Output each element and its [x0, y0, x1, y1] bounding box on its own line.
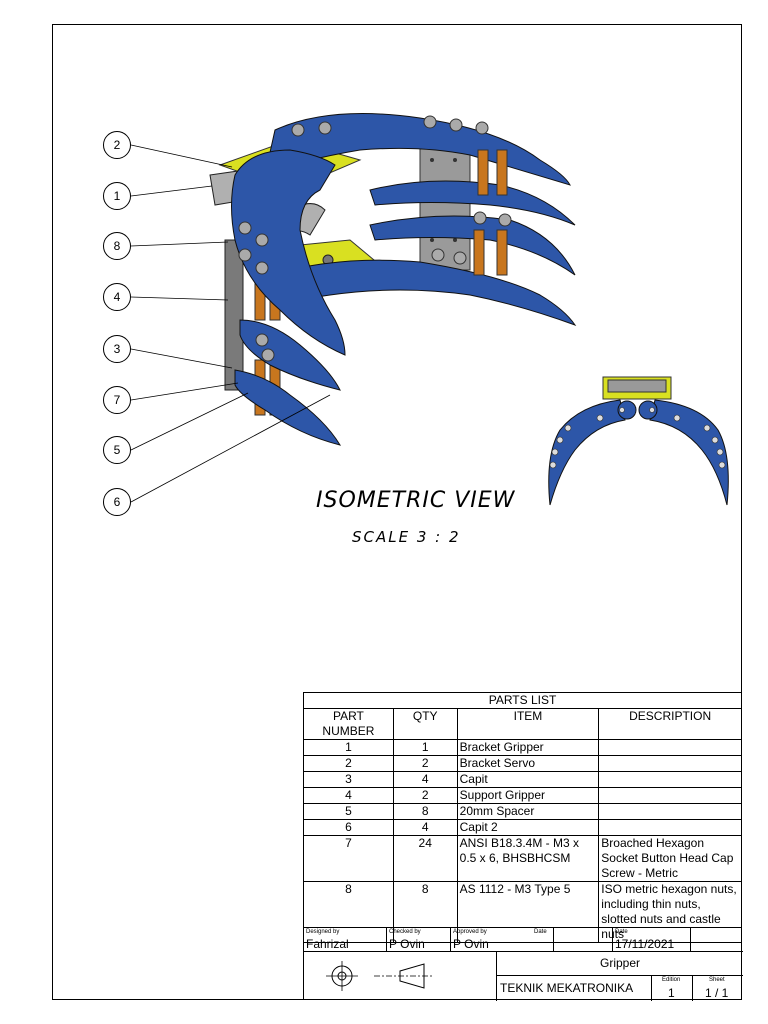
date-label: Date [615, 929, 628, 935]
item-cell: AS 1112 - M3 Type 5 [456, 881, 600, 943]
item-cell: Support Gripper [456, 787, 600, 804]
qty-cell: 1 [392, 739, 458, 756]
date-cell: Date 17/11/2021 [613, 928, 691, 952]
item-cell: 20mm Spacer [456, 803, 600, 820]
description-cell [598, 755, 742, 772]
qty-cell: 8 [392, 881, 458, 943]
part-number-cell: 5 [303, 803, 394, 820]
part-number-cell: 3 [303, 771, 394, 788]
description-cell: ISO metric hexagon nuts, including thin … [598, 881, 742, 943]
header-item: ITEM [456, 708, 600, 740]
header-description: DESCRIPTION [598, 708, 742, 740]
parts-list-title: PARTS LIST [303, 692, 742, 709]
checked-by-label: Checked by [389, 929, 421, 935]
view-title: ISOMETRIC VIEW [316, 488, 516, 513]
part-number-cell: 8 [303, 881, 394, 943]
part-number-cell: 7 [303, 835, 394, 882]
item-cell: Capit [456, 771, 600, 788]
qty-cell: 4 [392, 771, 458, 788]
qty-cell: 2 [392, 755, 458, 772]
sheet-cell: Sheet 1 / 1 [693, 976, 743, 1001]
approval-date-label: Date [534, 929, 547, 935]
qty-cell: 24 [392, 835, 458, 882]
view-scale: SCALE 3 : 2 [352, 528, 461, 546]
description-cell [598, 739, 742, 756]
balloon-8: 8 [103, 232, 131, 260]
balloon-4: 4 [103, 283, 131, 311]
item-cell: Capit 2 [456, 819, 600, 836]
front-arm [231, 149, 346, 446]
qty-cell: 8 [392, 803, 458, 820]
part-number-cell: 6 [303, 819, 394, 836]
balloon-2: 2 [103, 131, 131, 159]
header-part-number: PART NUMBER [303, 708, 394, 740]
approved-by-cell: Approved by Date P Ovin [451, 928, 554, 952]
designed-by-label: Designed by [306, 929, 340, 935]
balloon-3: 3 [103, 335, 131, 363]
sheet-value: 1 / 1 [705, 986, 729, 1000]
edition-label: Edition [662, 977, 681, 983]
part-number-cell: 2 [303, 755, 394, 772]
drawing-title: Gripper [497, 952, 743, 976]
organization-name: TEKNIK MEKATRONIKA [497, 976, 652, 1001]
qty-cell: 4 [392, 819, 458, 836]
edition-value: 1 [668, 986, 675, 1000]
gripper-isometric-drawing [130, 113, 729, 506]
part-number-cell: 4 [303, 787, 394, 804]
blank-cell [691, 928, 743, 952]
item-cell: Bracket Gripper [456, 739, 600, 756]
item-cell: ANSI B18.3.4M - M3 x 0.5 x 6, BHSBHCSM [456, 835, 600, 882]
checked-by-value: P Ovin [389, 937, 425, 951]
projection-symbol [304, 952, 497, 1001]
designed-by-value: Fahrizal [306, 937, 349, 951]
designed-by-cell: Designed by Fahrizal [304, 928, 387, 952]
description-cell [598, 803, 742, 820]
part-number-cell: 1 [303, 739, 394, 756]
description-cell [598, 787, 742, 804]
upper-arm [264, 113, 577, 326]
front-view-gripper [548, 376, 729, 506]
sheet-label: Sheet [709, 977, 725, 983]
item-cell: Bracket Servo [456, 755, 600, 772]
servo-bracket-back [419, 139, 471, 271]
edition-cell: Edition 1 [652, 976, 693, 1001]
title-block: Designed by Fahrizal Checked by P Ovin A… [303, 927, 743, 1001]
approval-date-cell [554, 928, 613, 952]
qty-cell: 2 [392, 787, 458, 804]
balloon-5: 5 [103, 436, 131, 464]
balloon-6: 6 [103, 488, 131, 516]
screws [238, 115, 512, 362]
drawing-border [52, 24, 742, 1000]
parts-list-table: PARTS LIST PART NUMBER QTY ITEM DESCRIPT… [303, 692, 742, 943]
description-cell: Broached Hexagon Socket Button Head Cap … [598, 835, 742, 882]
description-cell [598, 819, 742, 836]
approved-by-label: Approved by [453, 929, 487, 935]
third-angle-projection-icon [326, 961, 434, 991]
checked-by-cell: Checked by P Ovin [387, 928, 451, 952]
balloon-1: 1 [103, 182, 131, 210]
description-cell [598, 771, 742, 788]
date-value: 17/11/2021 [615, 937, 675, 951]
leader-lines [130, 144, 331, 503]
header-qty: QTY [392, 708, 458, 740]
balloon-7: 7 [103, 386, 131, 414]
approved-by-value: P Ovin [453, 937, 489, 951]
